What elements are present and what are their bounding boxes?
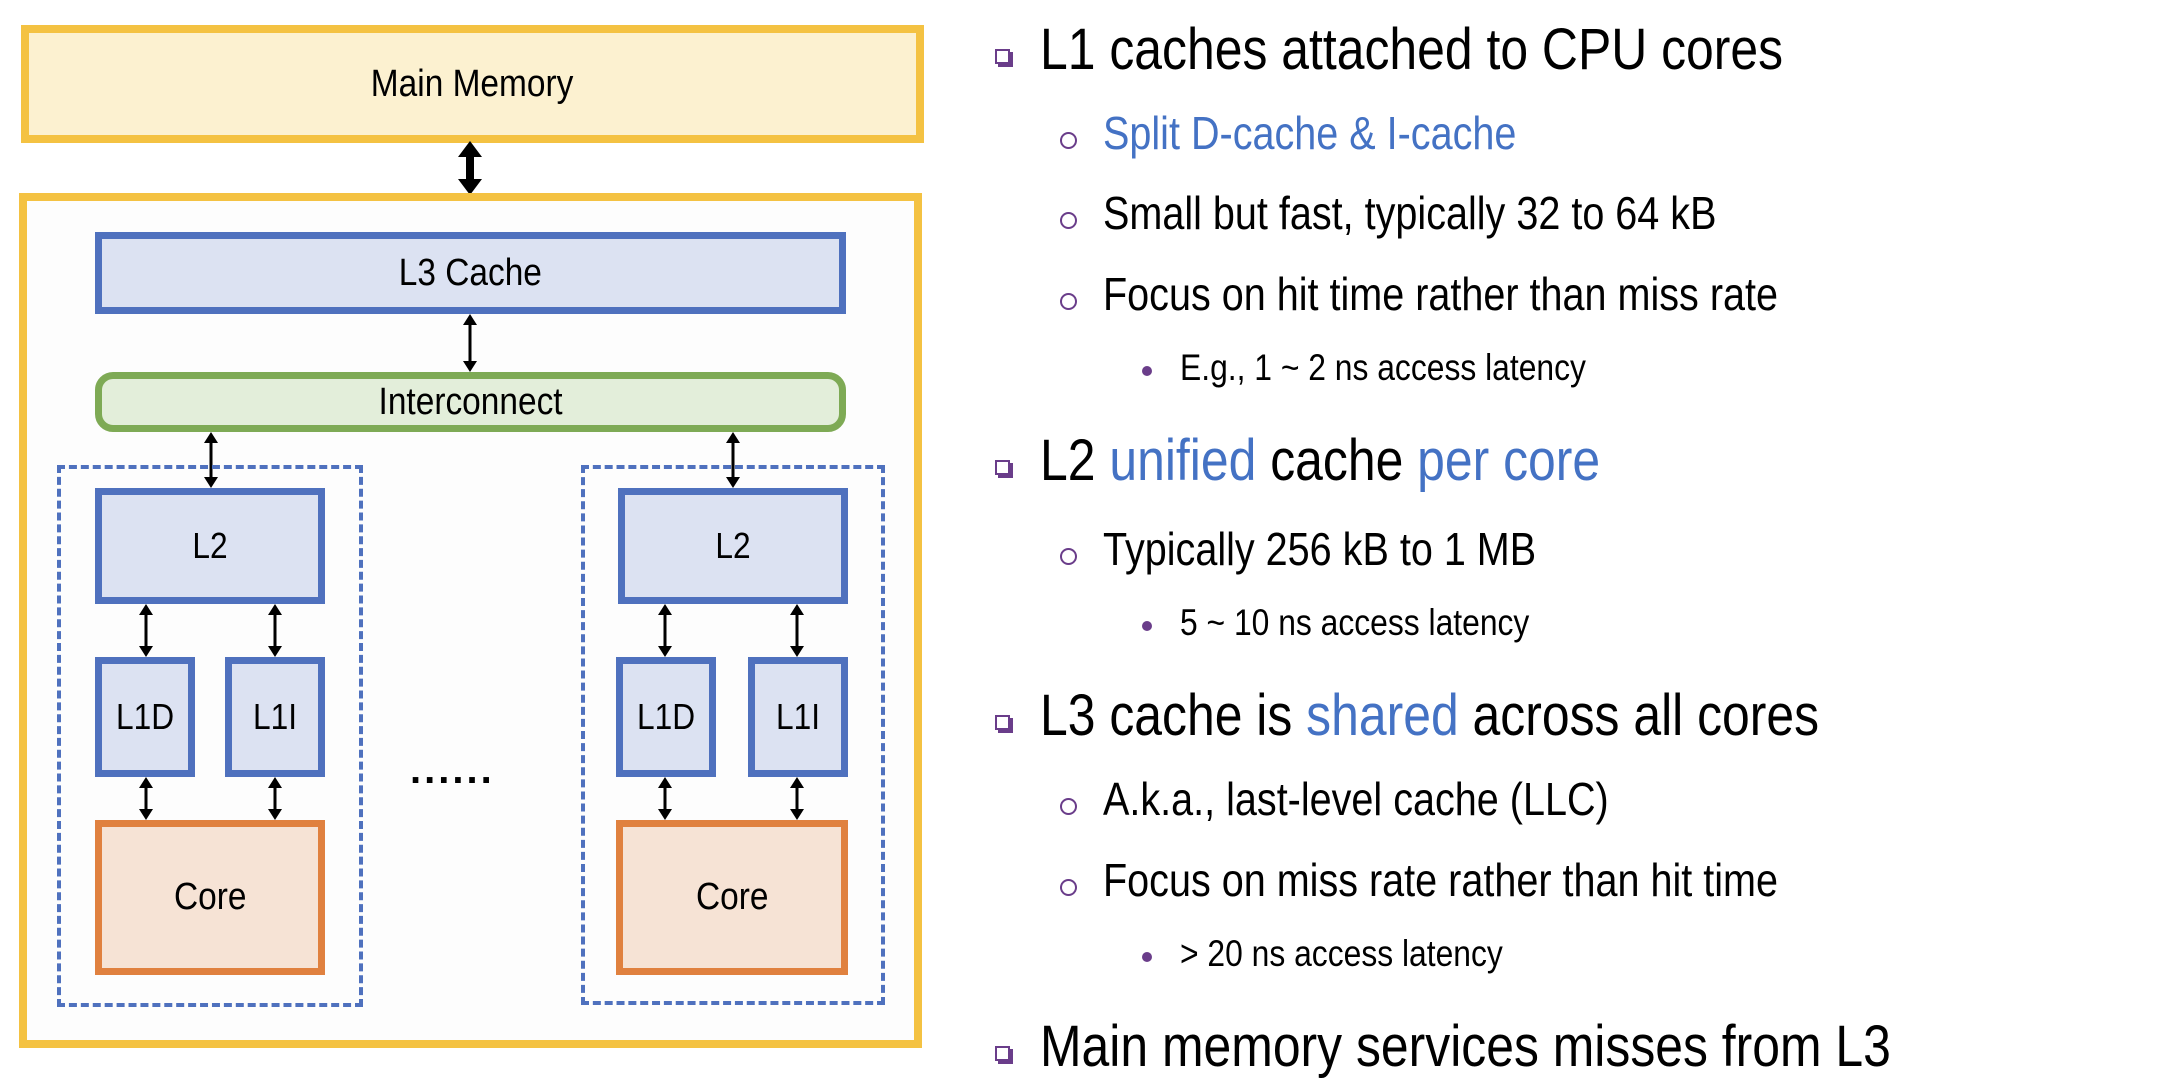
main-memory-box: Main Memory bbox=[21, 25, 924, 143]
bullet-text: cache bbox=[1256, 428, 1418, 493]
l1i-cache-box: L1I bbox=[225, 657, 325, 777]
bullet-text: L2 bbox=[1040, 428, 1110, 493]
double-arrow-icon bbox=[268, 777, 282, 820]
l2-cache-box: L2 bbox=[95, 488, 325, 604]
bullet-text: L1 caches attached to CPU cores bbox=[1040, 17, 1784, 82]
bullet-item-level-3: > 20 ns access latency bbox=[1180, 932, 1555, 976]
l2-label: L2 bbox=[192, 525, 228, 566]
highlighted-text: unified bbox=[1109, 428, 1257, 493]
l3-cache-box: L3 Cache bbox=[95, 232, 846, 314]
bullet-item-level-2: Split D-cache & I-cache bbox=[1103, 106, 1584, 161]
bullet-text: > 20 ns access latency bbox=[1180, 933, 1503, 974]
double-arrow-icon bbox=[463, 314, 477, 372]
bullet-text: Focus on hit time rather than miss rate bbox=[1103, 268, 1778, 320]
bullet-item-level-2: Focus on hit time rather than miss rate bbox=[1103, 267, 1888, 322]
bullet-item-level-2: Small but fast, typically 32 to 64 kB bbox=[1103, 186, 1816, 241]
l1i-cache-box: L1I bbox=[748, 657, 848, 777]
bullet-text: Focus on miss rate rather than hit time bbox=[1103, 854, 1778, 906]
bullet-text: Small but fast, typically 32 to 64 kB bbox=[1103, 187, 1717, 239]
l1d-label: L1D bbox=[636, 696, 696, 737]
double-arrow-icon bbox=[790, 777, 804, 820]
square-bullet-icon bbox=[995, 715, 1010, 730]
ellipsis: ...... bbox=[410, 748, 495, 792]
l1d-cache-box: L1D bbox=[95, 657, 195, 777]
interconnect-box: Interconnect bbox=[95, 372, 846, 432]
double-arrow-icon bbox=[658, 604, 672, 657]
circle-bullet-icon bbox=[1060, 293, 1077, 310]
core-cluster-0 bbox=[57, 465, 363, 1007]
bullet-text: across all cores bbox=[1458, 683, 1820, 748]
bullet-item-level-1: L1 caches attached to CPU cores bbox=[1040, 15, 1904, 85]
main-memory-label: Main Memory bbox=[371, 62, 574, 105]
bullet-text: A.k.a., last-level cache (LLC) bbox=[1103, 773, 1609, 825]
memory-bus-arrow bbox=[458, 141, 482, 195]
interconnect-label: Interconnect bbox=[378, 380, 563, 423]
bullet-item-level-1: L3 cache is shared across all cores bbox=[1040, 681, 1946, 751]
double-arrow-icon bbox=[790, 604, 804, 657]
double-arrow-icon bbox=[204, 432, 218, 488]
circle-bullet-icon bbox=[1060, 879, 1077, 896]
bullet-item-level-3: E.g., 1 ~ 2 ns access latency bbox=[1180, 346, 1652, 390]
l1d-cache-box: L1D bbox=[616, 657, 716, 777]
l2-cache-box: L2 bbox=[618, 488, 848, 604]
core-box: Core bbox=[616, 820, 848, 975]
dot-bullet-icon bbox=[1142, 621, 1152, 631]
highlighted-text: per core bbox=[1417, 428, 1601, 493]
circle-bullet-icon bbox=[1060, 212, 1077, 229]
highlighted-text: Split D-cache & I-cache bbox=[1103, 107, 1517, 159]
l3-cache-label: L3 Cache bbox=[398, 251, 543, 294]
double-arrow-icon bbox=[726, 432, 740, 488]
bullet-text: 5 ~ 10 ns access latency bbox=[1180, 602, 1530, 643]
square-bullet-icon bbox=[995, 460, 1010, 475]
bullet-text: L3 cache is bbox=[1040, 683, 1307, 748]
core-cluster-1 bbox=[581, 465, 885, 1005]
square-bullet-icon bbox=[995, 1046, 1010, 1061]
bullet-text: Main memory services misses from L3 bbox=[1040, 1014, 1891, 1079]
double-arrow-icon bbox=[268, 604, 282, 657]
double-arrow-icon bbox=[658, 777, 672, 820]
core-label: Core bbox=[173, 876, 247, 918]
circle-bullet-icon bbox=[1060, 132, 1077, 149]
square-bullet-icon bbox=[995, 49, 1010, 64]
bullet-item-level-2: A.k.a., last-level cache (LLC) bbox=[1103, 772, 1691, 827]
dot-bullet-icon bbox=[1142, 366, 1152, 376]
bullet-item-level-1: Main memory services misses from L3 bbox=[1040, 1012, 2029, 1082]
circle-bullet-icon bbox=[1060, 548, 1077, 565]
l1d-label: L1D bbox=[115, 696, 175, 737]
bullet-item-level-1: L2 unified cache per core bbox=[1040, 426, 1691, 496]
bullet-item-level-3: 5 ~ 10 ns access latency bbox=[1180, 601, 1586, 645]
l1i-label: L1I bbox=[252, 696, 298, 737]
highlighted-text: shared bbox=[1306, 683, 1459, 748]
double-arrow-icon bbox=[139, 777, 153, 820]
bullet-item-level-2: Typically 256 kB to 1 MB bbox=[1103, 522, 1607, 577]
circle-bullet-icon bbox=[1060, 798, 1077, 815]
bullet-text: E.g., 1 ~ 2 ns access latency bbox=[1180, 347, 1586, 388]
l1i-label: L1I bbox=[775, 696, 821, 737]
bullet-item-level-2: Focus on miss rate rather than hit time bbox=[1103, 853, 1888, 908]
dot-bullet-icon bbox=[1142, 952, 1152, 962]
core-label: Core bbox=[695, 876, 769, 918]
bullet-text: Typically 256 kB to 1 MB bbox=[1103, 523, 1537, 575]
double-arrow-icon bbox=[139, 604, 153, 657]
l2-label: L2 bbox=[715, 525, 751, 566]
core-box: Core bbox=[95, 820, 325, 975]
